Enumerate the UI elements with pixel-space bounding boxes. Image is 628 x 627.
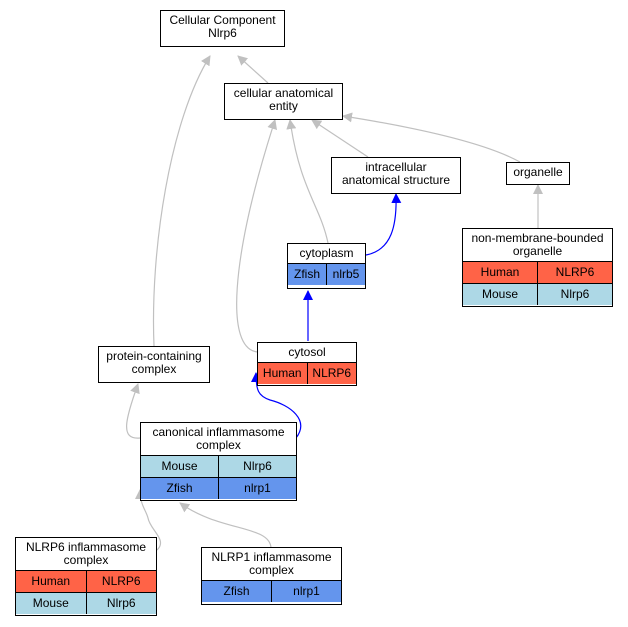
node-organelle[interactable]: organelle <box>506 162 570 185</box>
gene-cell: NLRP6 <box>85 571 157 592</box>
edge-organelle-to-entity <box>342 112 521 163</box>
gene-cell: nlrp1 <box>271 581 341 602</box>
gene-cell: nlrp1 <box>218 478 296 499</box>
node-title-line: NLRP6 inflammasome <box>25 540 147 554</box>
node-title: organelle <box>507 163 569 182</box>
node-title-line: organelle <box>512 244 563 258</box>
species-cell: Zfish <box>166 481 193 495</box>
species-row: Human NLRP6 <box>258 362 356 384</box>
node-title-line: anatomical structure <box>341 173 451 187</box>
edge-cytoplasm-to-intracellular <box>365 193 402 256</box>
edge-nlrp1-to-canonical <box>179 502 272 549</box>
node-title-line: complex <box>249 563 294 577</box>
species-cell: Human <box>31 574 71 588</box>
node-title: cytosol <box>258 343 356 362</box>
node-title-line: canonical inflammasome <box>152 425 285 439</box>
species-row: Mouse Nlrp6 <box>141 455 296 477</box>
node-title-line: Nlrp6 <box>208 26 237 40</box>
node-title-line: cellular anatomical <box>233 86 334 100</box>
species-row: Human NLRP6 <box>16 570 156 592</box>
edge-cytosol-to-entity <box>236 119 278 353</box>
species-row: Human NLRP6 <box>463 261 612 283</box>
edge-intracellular-to-entity <box>311 119 369 158</box>
node-title-line: intracellular <box>365 160 427 174</box>
node-title-line: organelle <box>513 165 563 179</box>
gene-cell: Nlrp6 <box>85 593 157 614</box>
species-cell: Zfish <box>293 267 320 281</box>
node-title-line: entity <box>269 99 298 113</box>
edge-entity-to-root <box>237 55 269 84</box>
species-cell: Human <box>480 265 520 279</box>
node-title-line: complex <box>131 362 177 376</box>
species-cell: Zfish <box>223 584 250 598</box>
node-title-line: cytosol <box>288 345 326 359</box>
gene-cell: Nlrp6 <box>218 456 296 477</box>
species-row: Zfish nlrp1 <box>141 477 296 499</box>
species-row: Zfish nlrp1 <box>202 580 341 602</box>
species-cell: Mouse <box>481 287 519 301</box>
node-title-line: non-membrane-bounded <box>471 231 604 245</box>
species-cell: Human <box>262 366 302 380</box>
species-cell: Mouse <box>32 596 69 610</box>
edge-cytoplasm-to-entity <box>286 119 329 244</box>
gene-cell: Nlrp6 <box>537 284 612 305</box>
gene-cell: nlrb5 <box>326 264 365 285</box>
gene-cell: NLRP6 <box>306 363 357 384</box>
species-cell: Mouse <box>161 459 198 473</box>
gene-cell: NLRP6 <box>537 262 612 283</box>
node-title-line: complex <box>196 438 241 452</box>
species-row: Mouse Nlrp6 <box>463 283 612 305</box>
node-title-line: Cellular Component <box>169 13 276 27</box>
node-title-line: protein-containing <box>106 349 202 363</box>
node-title: cytoplasm <box>288 244 365 263</box>
edge-protein-complex-to-root <box>152 55 211 347</box>
species-row: Zfish nlrb5 <box>288 263 365 285</box>
species-row: Mouse Nlrp6 <box>16 592 156 614</box>
edge-canonical-to-cytosol <box>251 372 302 439</box>
node-title-line: NLRP1 inflammasome <box>211 550 332 564</box>
node-title-line: complex <box>63 553 109 567</box>
edge-canonical-to-protein-complex <box>126 383 141 439</box>
node-title-line: cytoplasm <box>299 246 354 260</box>
